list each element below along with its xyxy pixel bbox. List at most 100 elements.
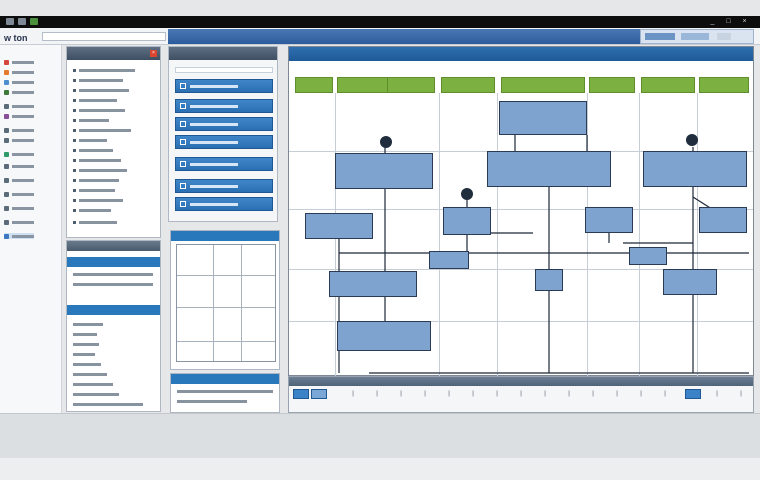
list-item[interactable] bbox=[73, 87, 129, 93]
lane-header[interactable] bbox=[589, 77, 635, 93]
list-item[interactable] bbox=[73, 219, 117, 225]
sidebar-item[interactable] bbox=[4, 59, 34, 65]
section-header[interactable] bbox=[67, 305, 160, 315]
timeline-marker[interactable]: | bbox=[640, 391, 642, 397]
checkbox-icon[interactable] bbox=[180, 183, 186, 189]
timeline-marker[interactable]: | bbox=[592, 391, 594, 397]
process-node[interactable] bbox=[337, 321, 431, 351]
checkbox-icon[interactable] bbox=[180, 161, 186, 167]
search-area[interactable] bbox=[640, 29, 754, 44]
timeline-marker[interactable]: | bbox=[448, 391, 450, 397]
menu-icon[interactable] bbox=[18, 18, 26, 25]
lane-header[interactable] bbox=[295, 77, 333, 93]
process-node[interactable] bbox=[443, 207, 491, 235]
checkbox-icon[interactable] bbox=[180, 121, 186, 127]
list-item[interactable] bbox=[73, 187, 115, 193]
sidebar-item[interactable] bbox=[4, 151, 34, 157]
checkbox-icon[interactable] bbox=[180, 83, 186, 89]
step-item[interactable] bbox=[175, 179, 273, 193]
close-button[interactable]: × bbox=[742, 18, 747, 25]
event-node[interactable] bbox=[461, 188, 473, 200]
small-node[interactable] bbox=[535, 269, 563, 291]
process-node[interactable] bbox=[585, 207, 633, 233]
search-field-2[interactable] bbox=[681, 33, 709, 40]
timeline-marker[interactable]: | bbox=[400, 391, 402, 397]
address-input[interactable] bbox=[42, 32, 166, 41]
list-item[interactable] bbox=[73, 197, 123, 203]
event-node[interactable] bbox=[380, 136, 392, 148]
checkbox-icon[interactable] bbox=[180, 103, 186, 109]
list-item[interactable] bbox=[73, 117, 109, 123]
checkbox-icon[interactable] bbox=[180, 139, 186, 145]
sidebar-item[interactable] bbox=[4, 127, 34, 133]
list-item[interactable] bbox=[73, 97, 117, 103]
process-node[interactable] bbox=[487, 151, 611, 187]
sidebar-item[interactable] bbox=[4, 79, 34, 85]
sidebar-item[interactable] bbox=[4, 89, 34, 95]
sidebar-item[interactable] bbox=[4, 163, 34, 169]
process-node[interactable] bbox=[643, 151, 747, 187]
checkbox-icon[interactable] bbox=[180, 201, 186, 207]
list-item[interactable] bbox=[73, 147, 113, 153]
lane-header[interactable] bbox=[641, 77, 695, 93]
step-item[interactable] bbox=[175, 79, 273, 93]
sidebar-item[interactable] bbox=[4, 137, 34, 143]
sidebar-item[interactable] bbox=[4, 69, 34, 75]
process-node[interactable] bbox=[663, 269, 717, 295]
list-item[interactable] bbox=[73, 107, 125, 113]
timeline-selected[interactable] bbox=[685, 389, 701, 399]
step-item[interactable] bbox=[175, 135, 273, 149]
lane-header[interactable] bbox=[699, 77, 749, 93]
list-item[interactable] bbox=[73, 157, 121, 163]
timeline-marker[interactable]: | bbox=[568, 391, 570, 397]
timeline-marker[interactable]: | bbox=[424, 391, 426, 397]
step-item[interactable] bbox=[175, 157, 273, 171]
process-node[interactable] bbox=[499, 101, 587, 135]
timeline-marker[interactable]: | bbox=[352, 391, 354, 397]
timeline-marker[interactable]: | bbox=[664, 391, 666, 397]
sidebar-item[interactable] bbox=[4, 113, 34, 119]
maximize-button[interactable]: □ bbox=[726, 18, 731, 25]
timeline-marker[interactable]: | bbox=[616, 391, 618, 397]
list-item[interactable] bbox=[73, 177, 119, 183]
diagram-canvas[interactable] bbox=[288, 46, 754, 377]
step-item[interactable] bbox=[175, 197, 273, 211]
timeline-marker[interactable]: | bbox=[716, 391, 718, 397]
process-node[interactable] bbox=[305, 213, 373, 239]
small-node[interactable] bbox=[429, 251, 469, 269]
process-node[interactable] bbox=[699, 207, 747, 233]
lane-header[interactable] bbox=[387, 77, 435, 93]
step-item[interactable] bbox=[175, 117, 273, 131]
sidebar-item[interactable] bbox=[4, 191, 34, 197]
timeline-marker[interactable]: | bbox=[472, 391, 474, 397]
small-node[interactable] bbox=[629, 247, 667, 265]
list-item[interactable] bbox=[73, 77, 123, 83]
process-node[interactable] bbox=[329, 271, 417, 297]
sidebar-item[interactable] bbox=[4, 177, 34, 183]
process-node[interactable] bbox=[335, 153, 433, 189]
close-icon[interactable]: × bbox=[150, 50, 157, 57]
list-item[interactable] bbox=[73, 167, 127, 173]
timeline-marker[interactable]: | bbox=[544, 391, 546, 397]
list-item[interactable] bbox=[73, 67, 135, 73]
search-field[interactable] bbox=[645, 33, 675, 40]
timeline-selected[interactable] bbox=[311, 389, 327, 399]
timeline-marker[interactable]: | bbox=[496, 391, 498, 397]
timeline-selected[interactable] bbox=[293, 389, 309, 399]
timeline-marker[interactable]: | bbox=[520, 391, 522, 397]
lane-header[interactable] bbox=[441, 77, 495, 93]
section-header[interactable] bbox=[67, 257, 160, 267]
minimize-button[interactable]: _ bbox=[710, 18, 715, 25]
sidebar-item-active[interactable] bbox=[4, 233, 34, 239]
timeline-marker[interactable]: | bbox=[376, 391, 378, 397]
timeline-marker[interactable]: | bbox=[740, 391, 742, 397]
list-item[interactable] bbox=[73, 127, 131, 133]
filter-icon[interactable] bbox=[717, 33, 731, 40]
list-item[interactable] bbox=[73, 137, 107, 143]
sidebar-item[interactable] bbox=[4, 219, 34, 225]
list-item[interactable] bbox=[73, 207, 111, 213]
app-icon[interactable] bbox=[6, 18, 14, 25]
sidebar-item[interactable] bbox=[4, 205, 34, 211]
lane-header[interactable] bbox=[501, 77, 585, 93]
steps-search[interactable] bbox=[175, 67, 273, 73]
